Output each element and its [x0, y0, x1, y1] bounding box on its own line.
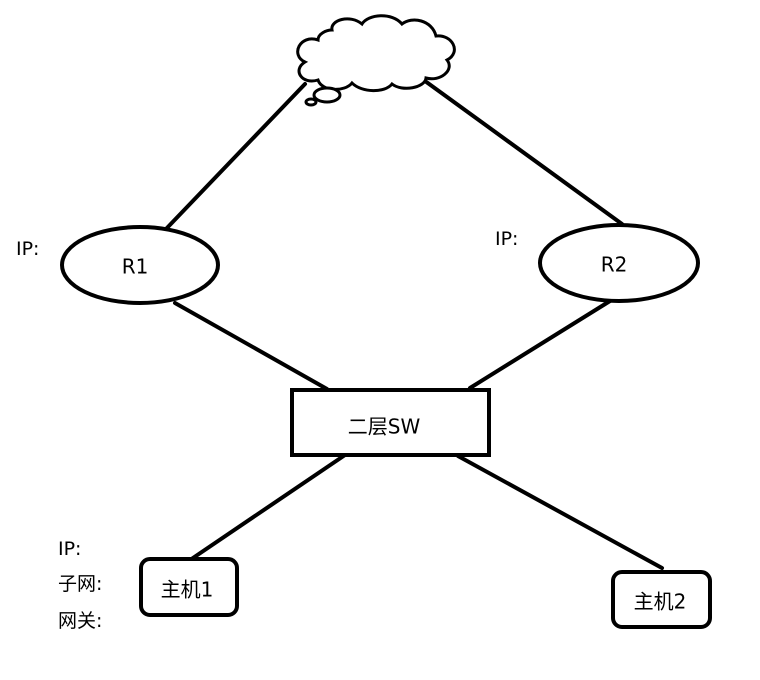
- link-r2-switch: [468, 299, 612, 390]
- router-r1: R1: [60, 225, 220, 305]
- link-r1-switch: [173, 301, 329, 391]
- host-2-label: 主机2: [634, 590, 687, 614]
- router-r2-label: R2: [601, 253, 628, 277]
- host-1-label: 主机1: [161, 578, 214, 602]
- switch-label: 二层SW: [348, 415, 421, 439]
- router-r1-label: R1: [122, 255, 149, 279]
- host-1: 主机1: [139, 557, 239, 617]
- host-2: 主机2: [611, 570, 712, 629]
- links: [164, 79, 664, 570]
- internet-cloud-icon: [296, 14, 456, 107]
- r2-ip-label: IP:: [495, 228, 518, 250]
- link-cloud-r1: [164, 82, 307, 231]
- host-1-subnet-label: 子网:: [58, 573, 102, 595]
- link-switch-host2: [456, 454, 664, 570]
- host-1-ip-label: IP:: [58, 538, 81, 560]
- r1-ip-label: IP:: [16, 238, 39, 260]
- link-cloud-r2: [423, 79, 624, 226]
- host-1-gateway-label: 网关:: [58, 610, 102, 632]
- router-r2: R2: [538, 223, 700, 303]
- link-switch-host1: [188, 453, 347, 562]
- layer2-switch: 二层SW: [290, 388, 491, 457]
